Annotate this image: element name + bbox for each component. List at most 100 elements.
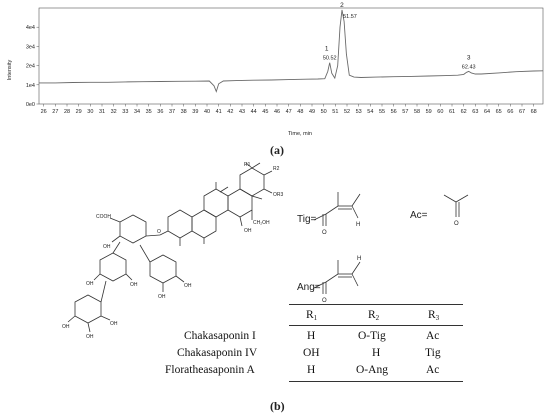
header-r1-text: R1 bbox=[306, 309, 318, 322]
table-bottom-rule bbox=[289, 381, 463, 382]
or3-label: OR3 bbox=[273, 192, 284, 198]
peak-number-label: 1 bbox=[325, 46, 329, 53]
x-tick-label: 59 bbox=[426, 109, 432, 115]
ac-o-label: O bbox=[454, 221, 459, 227]
x-tick-label: 46 bbox=[274, 109, 280, 115]
peak-rt-label: 62.43 bbox=[462, 64, 476, 70]
row-2-r2: H bbox=[372, 347, 381, 359]
oh-label-7: OH bbox=[86, 334, 94, 340]
sugar-xyl bbox=[74, 294, 102, 324]
plot-frame bbox=[38, 7, 544, 105]
x-tick-label: 62 bbox=[461, 109, 467, 115]
x-tick-label: 45 bbox=[262, 109, 268, 115]
ring-c bbox=[203, 188, 229, 218]
x-tick-label: 26 bbox=[41, 109, 47, 115]
row-3-name: Floratheasaponin A bbox=[165, 364, 255, 376]
row-1-name: Chakasaponin I bbox=[184, 330, 256, 342]
ch2oh-label: CH₂OH bbox=[253, 220, 270, 226]
ang-o-label: O bbox=[322, 298, 327, 304]
x-tick-label: 41 bbox=[216, 109, 222, 115]
table-top-rule bbox=[289, 304, 463, 305]
x-tick-label: 55 bbox=[379, 109, 385, 115]
x-tick-label: 67 bbox=[519, 109, 525, 115]
x-tick-label: 63 bbox=[472, 109, 478, 115]
x-axis-label: Time, min bbox=[288, 131, 312, 137]
oh-label-2: OH bbox=[86, 281, 94, 287]
x-tick-label: 49 bbox=[309, 109, 315, 115]
peak-rt-label: 50.52 bbox=[323, 56, 337, 62]
ang-label: Ang= bbox=[297, 282, 321, 293]
ring-a bbox=[167, 209, 193, 239]
oh-label-6: OH bbox=[62, 324, 70, 330]
header-r3-text: R3 bbox=[428, 309, 440, 322]
x-tick-label: 31 bbox=[99, 109, 105, 115]
oh-label-5: OH bbox=[158, 294, 166, 300]
y-tick-label: 3e4 bbox=[26, 44, 35, 50]
x-tick-label: 42 bbox=[227, 109, 233, 115]
y-tick-label: 1e4 bbox=[26, 83, 35, 89]
oh-label-1: OH bbox=[103, 244, 111, 250]
row-2-r3: Tig bbox=[425, 347, 441, 359]
x-tick-label: 61 bbox=[449, 109, 455, 115]
x-tick-label: 27 bbox=[52, 109, 58, 115]
x-tick-label: 54 bbox=[367, 109, 373, 115]
row-1-r1: H bbox=[307, 330, 316, 342]
x-tick-label: 50 bbox=[321, 109, 327, 115]
x-tick-label: 33 bbox=[122, 109, 128, 115]
oh-label-8: OH bbox=[110, 321, 118, 327]
tig-o-label: O bbox=[322, 230, 327, 236]
x-tick-label: 34 bbox=[134, 109, 140, 115]
ring-b bbox=[191, 209, 217, 239]
x-tick-label: 38 bbox=[181, 109, 187, 115]
x-tick-label: 28 bbox=[64, 109, 70, 115]
x-tick-label: 40 bbox=[204, 109, 210, 115]
x-tick-label: 51 bbox=[332, 109, 338, 115]
r1-label: R1 bbox=[244, 162, 251, 168]
x-tick-label: 53 bbox=[356, 109, 362, 115]
x-tick-label: 68 bbox=[531, 109, 537, 115]
row-3-r1: H bbox=[307, 364, 316, 376]
ring-d bbox=[227, 188, 253, 218]
saponin-structure: COOH OH O OH OH OH OH OH OH OH OH R1 R2 … bbox=[62, 162, 469, 340]
table-header-rule bbox=[289, 325, 463, 326]
header-r3: R3 bbox=[428, 309, 439, 322]
x-tick-label: 32 bbox=[111, 109, 117, 115]
x-tick-label: 29 bbox=[76, 109, 82, 115]
tig-h-label: H bbox=[356, 222, 360, 228]
x-tick-label: 60 bbox=[437, 109, 443, 115]
y-tick-label: 4e4 bbox=[26, 25, 35, 31]
x-tick-label: 58 bbox=[414, 109, 420, 115]
header-r2: R2 bbox=[368, 309, 379, 322]
x-tick-label: 47 bbox=[286, 109, 292, 115]
chromatogram-trace bbox=[39, 9, 544, 93]
sugar-glcA bbox=[119, 214, 147, 244]
panel-b-label: (b) bbox=[270, 399, 285, 413]
o-label-1: O bbox=[157, 229, 161, 235]
row-2-name: Chakasaponin IV bbox=[177, 347, 258, 359]
oh-label-4: OH bbox=[184, 283, 192, 289]
oh-label-3: OH bbox=[130, 282, 138, 288]
panel-a-label: (a) bbox=[270, 143, 284, 157]
x-tick-label: 64 bbox=[484, 109, 490, 115]
x-tick-label: 37 bbox=[169, 109, 175, 115]
x-tick-label: 36 bbox=[157, 109, 163, 115]
sugar-glc bbox=[149, 254, 177, 284]
x-tick-label: 65 bbox=[496, 109, 502, 115]
cooh-label: COOH bbox=[96, 214, 111, 220]
row-1-r3: Ac bbox=[426, 330, 440, 342]
peak-rt-label: 51.57 bbox=[343, 14, 357, 20]
x-tick-label: 39 bbox=[192, 109, 198, 115]
row-1-r2: O-Tig bbox=[358, 330, 386, 342]
peak-number-label: 3 bbox=[467, 54, 471, 61]
row-3-r2: O-Ang bbox=[356, 364, 388, 376]
tig-label: Tig= bbox=[297, 214, 317, 225]
x-tick-label: 52 bbox=[344, 109, 350, 115]
header-r1: R1 bbox=[306, 309, 317, 322]
x-tick-label: 35 bbox=[146, 109, 152, 115]
x-tick-label: 66 bbox=[507, 109, 513, 115]
x-tick-label: 57 bbox=[402, 109, 408, 115]
ac-label: Ac= bbox=[410, 210, 428, 221]
